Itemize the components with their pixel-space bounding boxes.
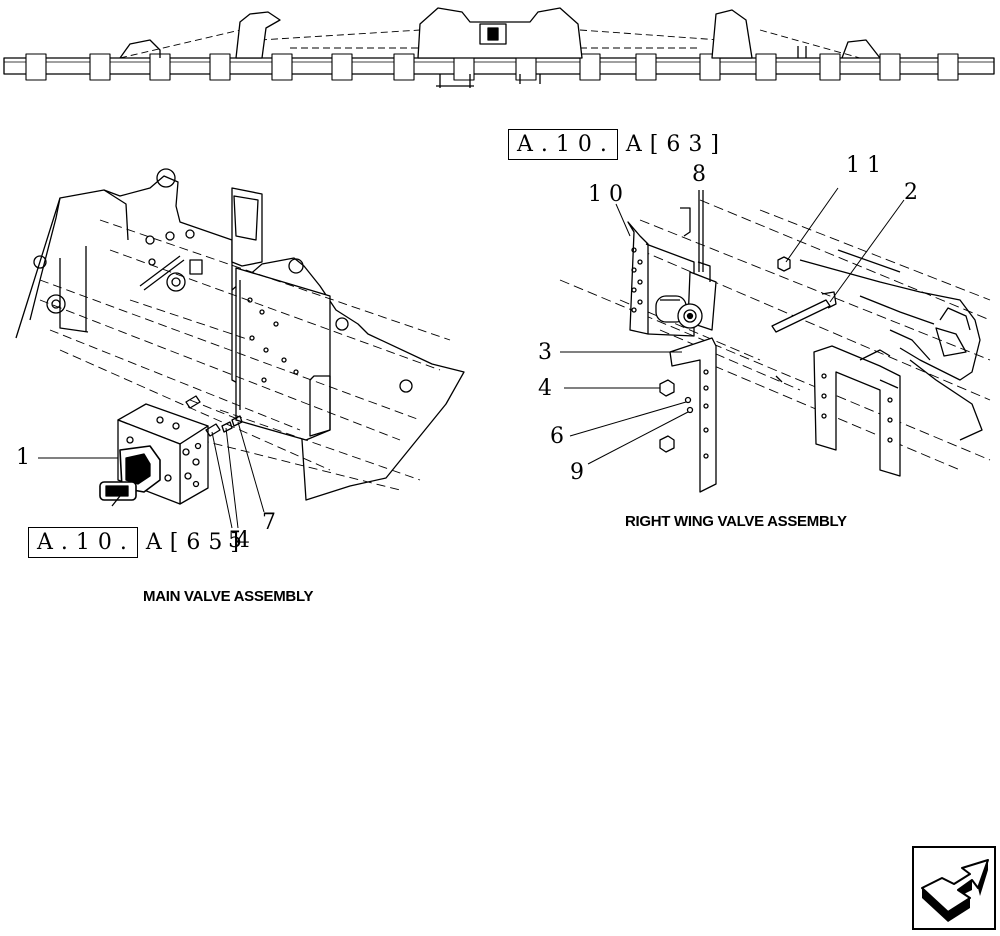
wing-solenoid bbox=[655, 295, 703, 329]
wing-valve-title: RIGHT WING VALVE ASSEMBLY bbox=[625, 513, 847, 530]
main-reference-link[interactable]: A.10. A[65] bbox=[28, 527, 247, 558]
arrow-icon bbox=[921, 859, 989, 922]
main-valve-drawing bbox=[15, 168, 465, 529]
callout-1: 1 bbox=[16, 445, 37, 470]
callout-8: 8 bbox=[692, 162, 713, 187]
callout-6: 6 bbox=[550, 424, 571, 449]
wing-reference-section: A.10. bbox=[508, 129, 618, 160]
callout-2: 2 bbox=[904, 180, 925, 205]
navigation-button[interactable] bbox=[912, 846, 996, 930]
callout-7: 7 bbox=[262, 510, 283, 535]
main-reference-page: A[65] bbox=[145, 530, 247, 555]
callout-4-wing: 4 bbox=[538, 376, 559, 401]
main-reference-section: A.10. bbox=[28, 527, 138, 558]
callout-5: 5 bbox=[228, 528, 249, 553]
main-valve-title: MAIN VALVE ASSEMBLY bbox=[143, 588, 314, 605]
boom-overview bbox=[3, 7, 995, 88]
callout-3: 3 bbox=[538, 340, 559, 365]
hardware-bits bbox=[185, 395, 243, 437]
callout-10: 10 bbox=[588, 182, 630, 207]
wing-reference-link[interactable]: A.10. A[63] bbox=[508, 129, 727, 160]
wing-reference-page: A[63] bbox=[625, 132, 727, 157]
callout-9: 9 bbox=[570, 460, 591, 485]
callout-4-main: 4 bbox=[236, 528, 257, 553]
valve-block bbox=[99, 403, 209, 507]
callout-11: 11 bbox=[846, 153, 888, 178]
wing-valve-drawing bbox=[559, 187, 991, 493]
